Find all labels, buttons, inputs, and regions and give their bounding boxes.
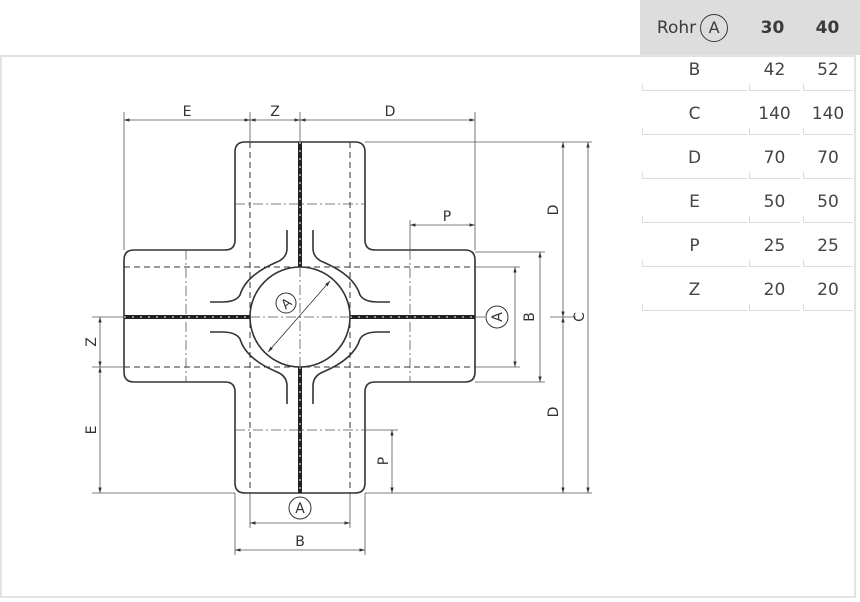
table-row: C 140 140 <box>640 99 860 143</box>
header-rohr-label: Rohr <box>656 17 697 38</box>
row-value-40: 140 <box>803 99 853 143</box>
dim-label-p-bottom: P <box>376 457 392 465</box>
row-name: E <box>642 187 747 231</box>
dim-label-d-lower: D <box>546 407 562 418</box>
header-col-40: 40 <box>815 17 840 38</box>
dim-label-e-left: E <box>84 426 100 435</box>
row-value-40: 52 <box>803 55 853 99</box>
header-col-30: 30 <box>760 17 785 38</box>
table-row: D 70 70 <box>640 143 860 187</box>
row-name: C <box>642 99 747 143</box>
dimension-table: Rohr A 30 40 B 42 52 C 140 140 D 70 70 E… <box>640 0 860 319</box>
row-name: P <box>642 231 747 275</box>
row-value-30: 25 <box>749 231 800 275</box>
dim-label-e-top: E <box>183 104 192 120</box>
dim-label-b-bottom: B <box>295 534 305 550</box>
row-name: B <box>642 55 747 99</box>
row-value-40: 25 <box>803 231 853 275</box>
row-value-40: 20 <box>803 275 853 319</box>
dim-label-c-right: C <box>572 312 588 322</box>
row-name: Z <box>642 275 747 319</box>
table-row: P 25 25 <box>640 231 860 275</box>
table-row: B 42 52 <box>640 55 860 99</box>
row-value-30: 50 <box>749 187 800 231</box>
drawing-frame <box>0 55 856 598</box>
dim-label-d-top: D <box>385 104 396 120</box>
cross-fitting-drawing: A <box>84 104 592 555</box>
row-value-30: 70 <box>749 143 800 187</box>
row-value-40: 50 <box>803 187 853 231</box>
row-value-30: 42 <box>749 55 800 99</box>
dim-label-z-left: Z <box>84 337 100 347</box>
row-value-30: 20 <box>749 275 800 319</box>
pipe-a-label-bottom: A <box>295 501 305 517</box>
pipe-a-label-right: A <box>490 312 506 322</box>
table-row: E 50 50 <box>640 187 860 231</box>
row-value-30: 140 <box>749 99 800 143</box>
dim-label-b-right: B <box>522 312 538 322</box>
dim-label-p-right: P <box>443 209 451 225</box>
dim-label-z-top: Z <box>270 104 280 120</box>
pipe-a-symbol: A <box>700 13 729 42</box>
row-value-40: 70 <box>803 143 853 187</box>
table-row: Z 20 20 <box>640 275 860 319</box>
table-header: Rohr A 30 40 <box>640 0 860 55</box>
row-name: D <box>642 143 747 187</box>
dim-label-d-upper: D <box>546 205 562 216</box>
header-rohr: Rohr A <box>640 13 745 42</box>
